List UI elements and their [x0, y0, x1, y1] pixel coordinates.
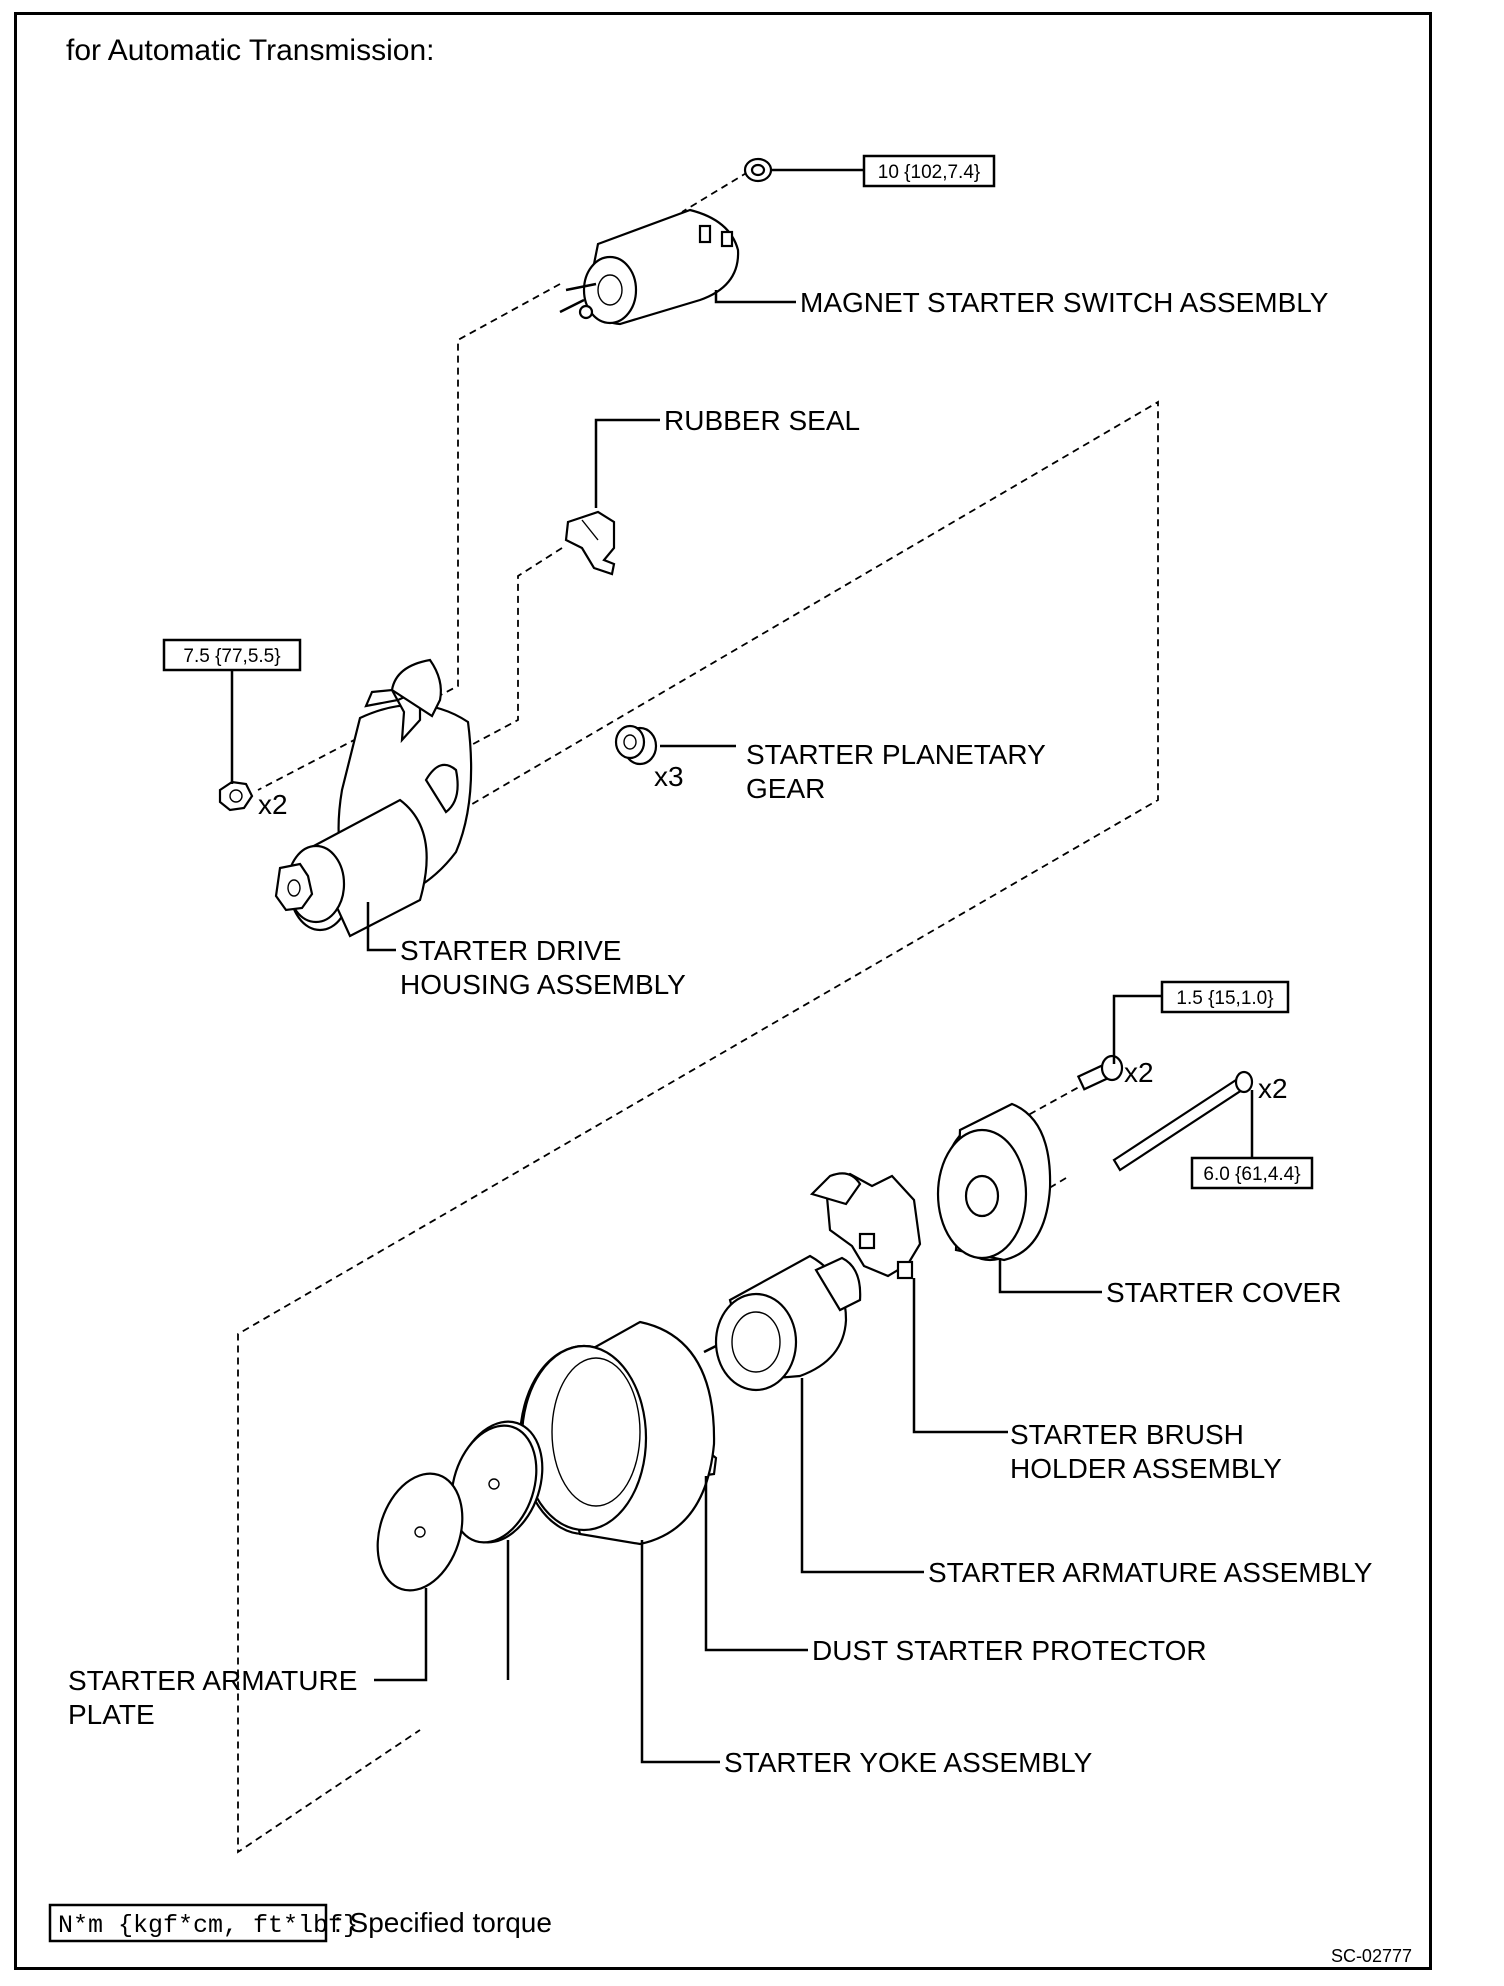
label-planetary-gear-line1: STARTER PLANETARY: [746, 739, 1046, 770]
leader-lines: [230, 168, 1254, 1764]
label-yoke-assembly: STARTER YOKE ASSEMBLY: [724, 1747, 1093, 1778]
armature-plate-part: [376, 1420, 544, 1592]
torque-value-switch-nut: 10 {102,7.4}: [878, 162, 981, 183]
label-brush-holder-line2: HOLDER ASSEMBLY: [1010, 1453, 1282, 1484]
qty-planetary-gear: x3: [654, 761, 684, 792]
qty-cover-screw: x2: [1124, 1057, 1154, 1088]
torque-value-through-bolt: 6.0 {61,4.4}: [1203, 1164, 1300, 1185]
armature-part: [703, 1254, 862, 1392]
label-armature-plate-line1: STARTER ARMATURE: [68, 1665, 357, 1696]
starter-cover-part: [936, 1102, 1052, 1262]
label-dust-protector: DUST STARTER PROTECTOR: [812, 1635, 1207, 1666]
label-drive-housing-line1: STARTER DRIVE: [400, 935, 621, 966]
reference-code: SC-02777: [1331, 1946, 1412, 1966]
label-drive-housing-line2: HOUSING ASSEMBLY: [400, 969, 686, 1000]
brush-holder-part: [809, 1172, 922, 1280]
label-starter-cover: STARTER COVER: [1106, 1277, 1341, 1308]
rubber-seal-part: [564, 510, 616, 576]
yoke-part: [518, 1320, 716, 1546]
through-bolt-part: [1112, 1070, 1254, 1172]
page-title: for Automatic Transmission:: [66, 34, 434, 67]
label-armature-plate-line2: PLATE: [68, 1699, 155, 1730]
legend-unit-box: N*m {kgf*cm, ft*lbf}: [58, 1911, 358, 1940]
cover-screw-part: [1076, 1054, 1124, 1091]
label-rubber-seal: RUBBER SEAL: [664, 405, 860, 436]
label-magnet-switch: MAGNET STARTER SWITCH ASSEMBLY: [800, 287, 1329, 318]
legend-unit-text: : Specified torque: [334, 1907, 552, 1938]
drive-housing-part: [274, 658, 473, 938]
label-armature-assembly: STARTER ARMATURE ASSEMBLY: [928, 1557, 1373, 1588]
torque-box-switch-nut: 10 {102,7.4}: [862, 154, 996, 188]
planetary-gear-part: [614, 724, 658, 766]
qty-through-bolt: x2: [1258, 1073, 1288, 1104]
torque-box-through-bolt: 6.0 {61,4.4}: [1190, 1156, 1314, 1190]
torque-box-cover-screw: 1.5 {15,1.0}: [1160, 980, 1290, 1014]
magnet-switch-part: [559, 208, 740, 326]
torque-box-housing-nut: 7.5 {77,5.5}: [162, 638, 302, 672]
torque-value-housing-nut: 7.5 {77,5.5}: [183, 646, 280, 667]
housing-nut-part: [218, 780, 254, 812]
torque-legend: N*m {kgf*cm, ft*lbf} : Specified torque: [48, 1903, 552, 1943]
page-frame: [14, 12, 1432, 1970]
switch-nut-part: [743, 157, 773, 183]
label-brush-holder-line1: STARTER BRUSH: [1010, 1419, 1244, 1450]
label-planetary-gear-line2: GEAR: [746, 773, 825, 804]
torque-value-cover-screw: 1.5 {15,1.0}: [1176, 988, 1273, 1009]
qty-housing-nut: x2: [258, 789, 288, 820]
